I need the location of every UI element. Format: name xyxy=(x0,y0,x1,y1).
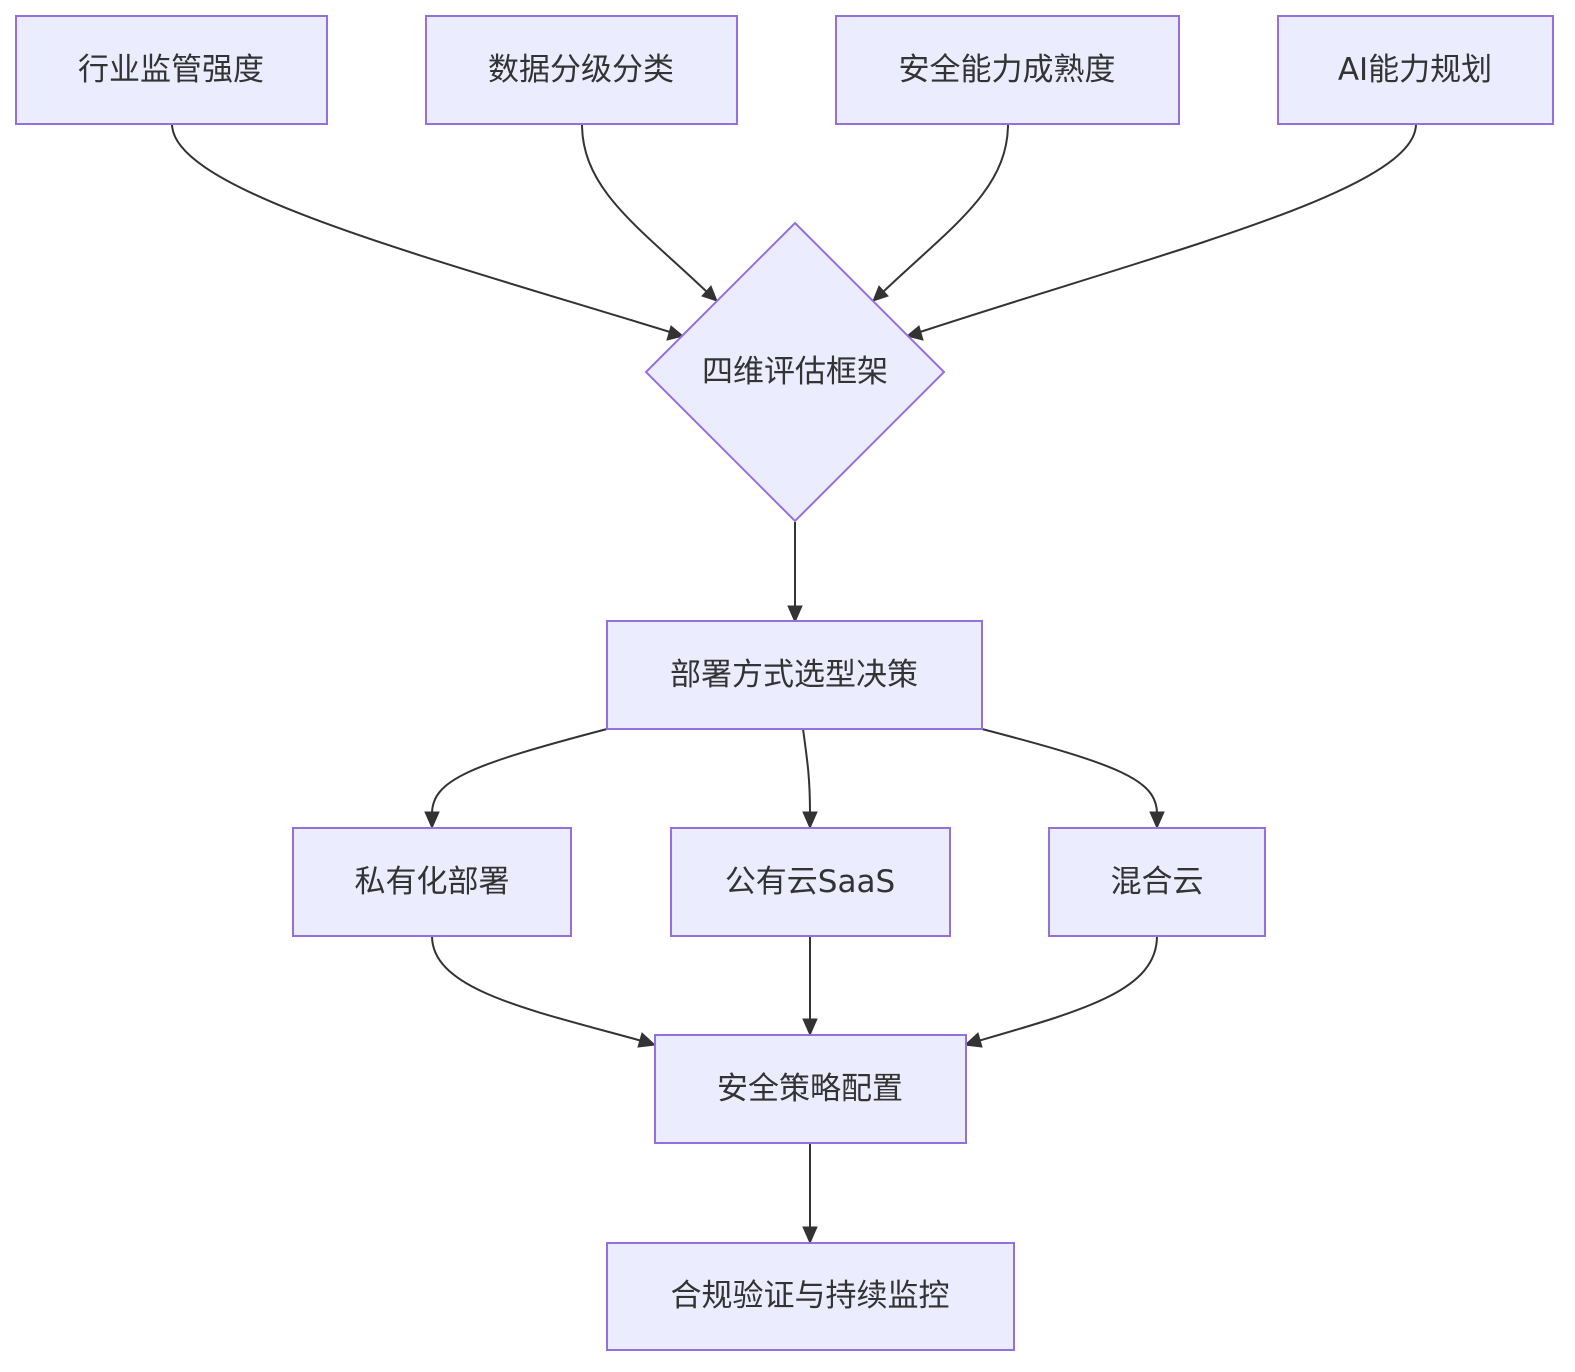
edge-security-maturity-to-framework xyxy=(882,123,1009,293)
node-security-policy: 安全策略配置 xyxy=(654,1034,967,1144)
node-data-classification-label: 数据分级分类 xyxy=(488,52,674,88)
edge-hybrid-to-policy xyxy=(977,935,1158,1042)
node-private-label: 私有化部署 xyxy=(355,864,510,900)
edge-hybrid-to-policy-arrow xyxy=(963,1032,983,1048)
node-hybrid: 混合云 xyxy=(1048,827,1266,937)
edge-public-saas-to-policy-arrow xyxy=(802,1018,818,1037)
edge-regulation-to-framework xyxy=(171,123,671,333)
edge-decision-to-public-saas-arrow xyxy=(802,811,818,830)
node-compliance: 合规验证与持续监控 xyxy=(606,1242,1015,1351)
node-regulation-label: 行业监管强度 xyxy=(78,52,264,88)
node-ai-planning: AI能力规划 xyxy=(1277,15,1554,125)
edge-regulation-to-framework-arrow xyxy=(666,325,685,341)
edge-data-classification-to-framework xyxy=(581,123,708,293)
edge-ai-planning-to-framework xyxy=(919,123,1417,333)
edge-data-classification-to-framework-arrow xyxy=(701,285,718,302)
node-security-maturity: 安全能力成熟度 xyxy=(835,15,1180,125)
node-ai-planning-label: AI能力规划 xyxy=(1338,52,1492,88)
edge-ai-planning-to-framework-arrow xyxy=(905,325,924,341)
edge-decision-to-private xyxy=(431,728,608,815)
node-public-saas-label: 公有云SaaS xyxy=(725,864,895,900)
edge-framework-to-decision-arrow xyxy=(787,605,803,624)
node-compliance-label: 合规验证与持续监控 xyxy=(671,1278,950,1314)
node-security-maturity-label: 安全能力成熟度 xyxy=(899,52,1116,88)
node-security-policy-label: 安全策略配置 xyxy=(717,1071,903,1107)
node-regulation: 行业监管强度 xyxy=(15,15,328,125)
node-deployment-decision: 部署方式选型决策 xyxy=(606,620,983,730)
node-hybrid-label: 混合云 xyxy=(1111,864,1204,900)
node-framework: 四维评估框架 xyxy=(644,221,946,523)
edge-decision-to-hybrid xyxy=(981,728,1158,815)
edge-decision-to-public-saas xyxy=(802,728,811,815)
edge-decision-to-private-arrow xyxy=(424,811,440,830)
node-data-classification: 数据分级分类 xyxy=(425,15,738,125)
nodes: 行业监管强度 数据分级分类 安全能力成熟度 AI能力规划 四维评估框架 部署方式… xyxy=(15,15,1554,1351)
node-public-saas: 公有云SaaS xyxy=(670,827,951,937)
edge-policy-to-compliance-arrow xyxy=(802,1226,818,1245)
node-framework-label: 四维评估框架 xyxy=(702,354,888,390)
edge-decision-to-hybrid-arrow xyxy=(1149,811,1165,830)
edge-private-to-policy-arrow xyxy=(637,1032,657,1048)
edges xyxy=(171,123,1417,1245)
node-deployment-decision-label: 部署方式选型决策 xyxy=(670,657,918,693)
node-private: 私有化部署 xyxy=(292,827,572,937)
edge-security-maturity-to-framework-arrow xyxy=(872,285,889,302)
edge-private-to-policy xyxy=(431,935,643,1042)
